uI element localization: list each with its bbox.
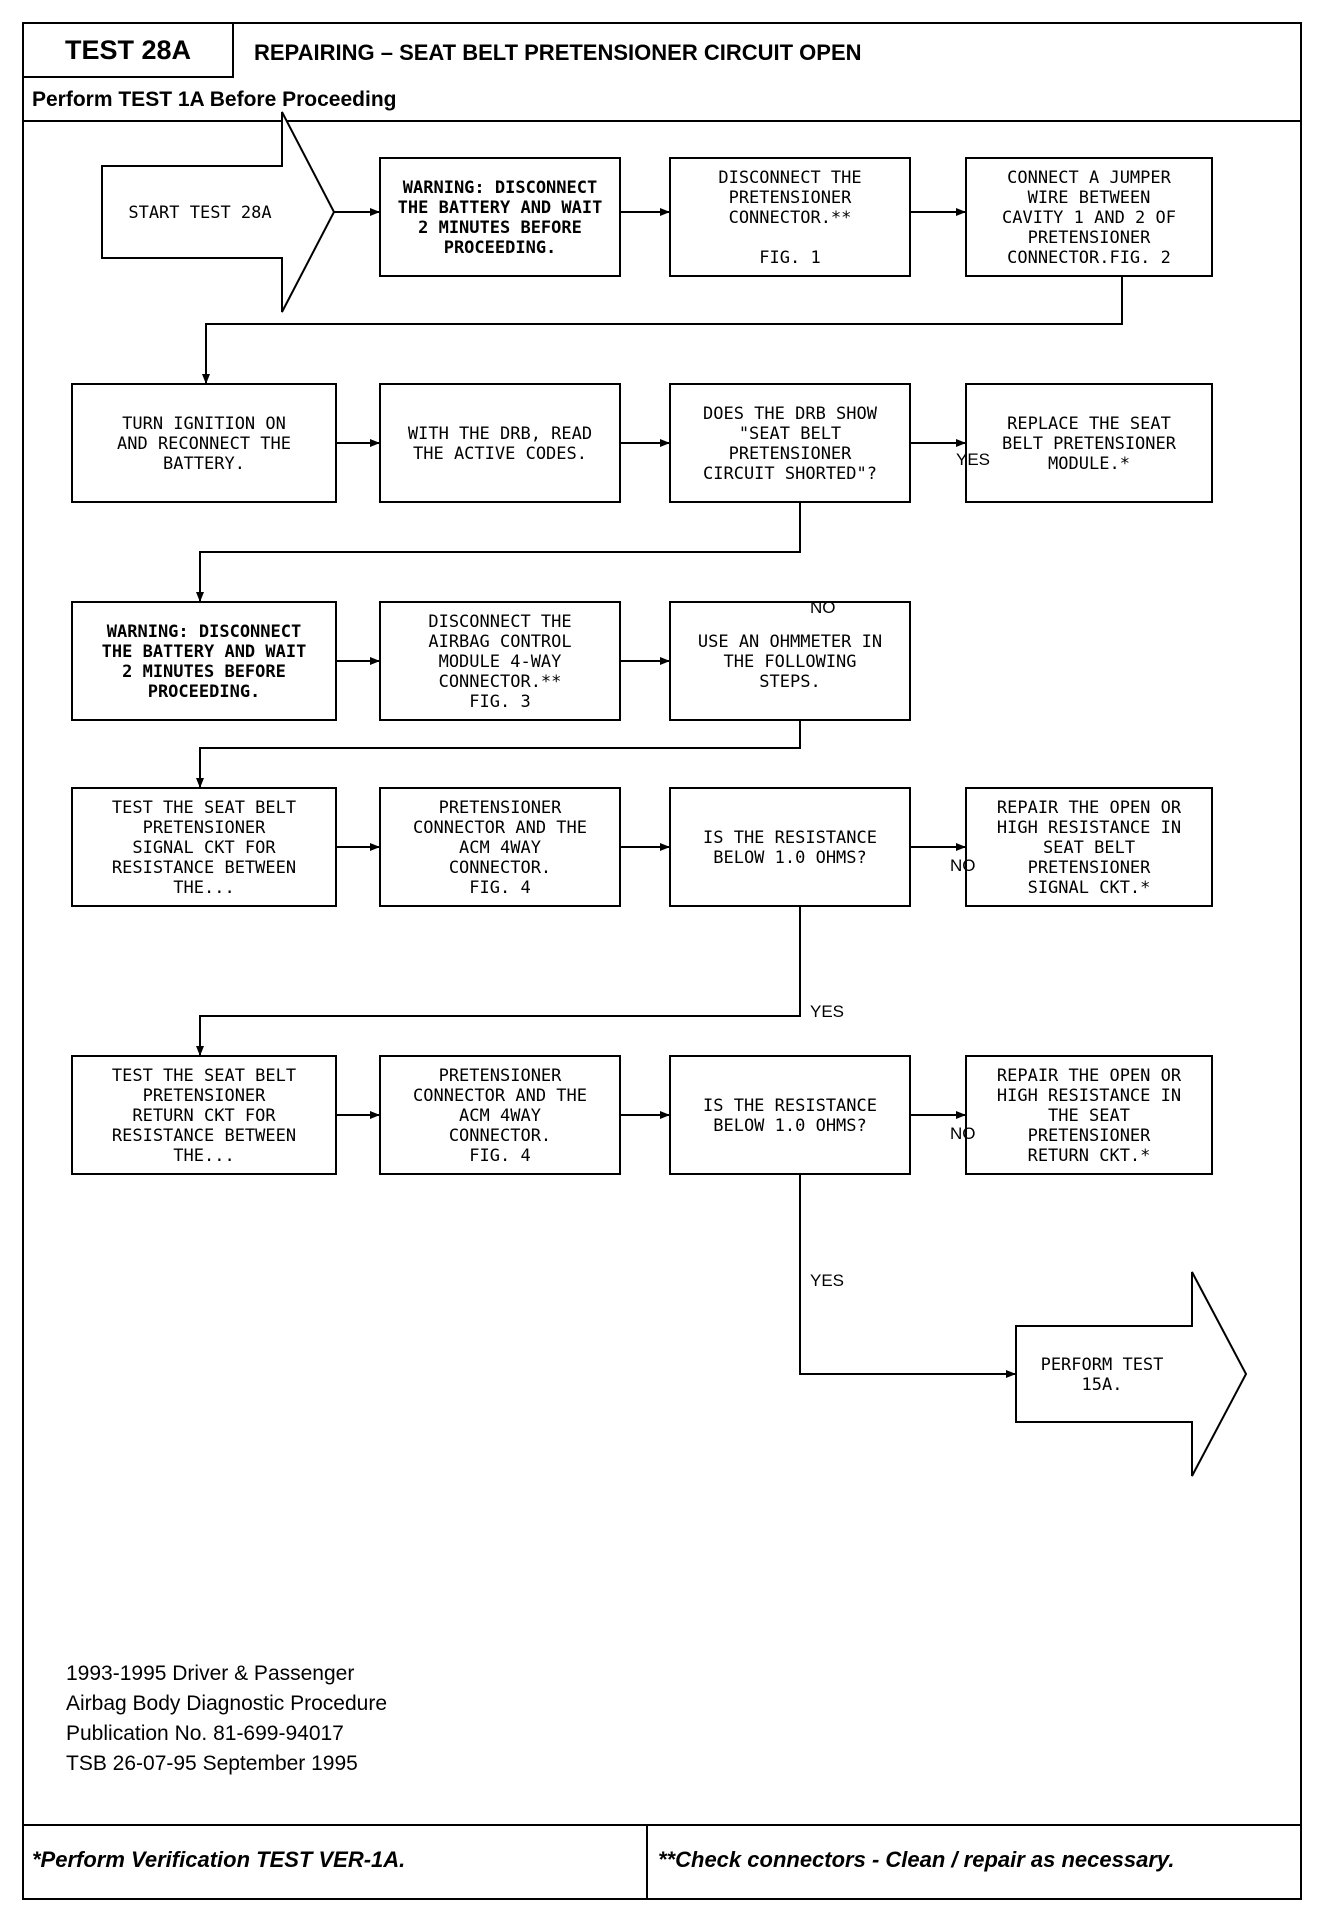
connector-retq-perform15a-head — [1006, 1370, 1016, 1378]
connector-retconn-retq-head — [660, 1111, 670, 1119]
connector-ohm-sigtest-head — [196, 778, 204, 788]
footer-divider — [646, 1826, 648, 1898]
connector-retq-repair-head — [956, 1111, 966, 1119]
ignition-box — [71, 383, 337, 503]
connector-read-drb-head — [660, 439, 670, 447]
disconnect-pretensioner-box — [669, 157, 911, 277]
return-resistance-question-box — [669, 1055, 911, 1175]
jumper-wire-box — [965, 157, 1213, 277]
yes-label-return: YES — [810, 1271, 844, 1290]
return-connector-box — [379, 1055, 621, 1175]
connector-warn2-acm-head — [370, 657, 380, 665]
publication-line-2: Airbag Body Diagnostic Procedure — [66, 1692, 388, 1715]
connector-jumper-ignition-head — [202, 374, 210, 384]
connector-ignition-read-head — [370, 439, 380, 447]
signal-connector-box — [379, 787, 621, 907]
start-step: START TEST 28A — [128, 203, 271, 223]
connector-warn1-disc-head — [660, 208, 670, 216]
no-label-signal: NO — [950, 856, 976, 875]
connector-rettest-retconn-head — [370, 1111, 380, 1119]
publication-line-1: 1993-1995 Driver & Passenger — [66, 1662, 355, 1685]
connector-acm-ohm-head — [660, 657, 670, 665]
read-codes-box — [379, 383, 621, 503]
publication-line-3: Publication No. 81-699-94017 — [66, 1722, 344, 1745]
return-test-box — [71, 1055, 337, 1175]
connector-jumper-ignition — [205, 276, 1123, 384]
start-arrow-shape — [101, 111, 336, 313]
footer-verification-note: *Perform Verification TEST VER-1A. — [32, 1847, 406, 1872]
replace-module-box — [965, 383, 1213, 503]
return-repair-box — [965, 1055, 1213, 1175]
warning-box-1 — [379, 157, 621, 277]
signal-repair-box — [965, 787, 1213, 907]
ohmmeter-box — [669, 601, 911, 721]
signal-test-box — [71, 787, 337, 907]
publication-info: 1993-1995 Driver & Passenger Airbag Body… — [66, 1659, 387, 1779]
connector-sigq-rettest — [199, 906, 801, 1056]
drb-question-box — [669, 383, 911, 503]
connector-ohm-sigtest — [199, 720, 801, 788]
diagnostic-page: TEST 28A REPAIRING – SEAT BELT PRETENSIO… — [22, 22, 1302, 1900]
connector-drb-warn2 — [199, 502, 801, 602]
connector-start-warn1-head — [370, 208, 380, 216]
connector-retq-perform15a — [799, 1174, 1016, 1375]
connector-drb-warn2-head — [196, 592, 204, 602]
prerequisite-note: Perform TEST 1A Before Proceeding — [24, 78, 1300, 122]
no-label-return: NO — [950, 1124, 976, 1143]
footer-connector-note: **Check connectors - Clean / repair as n… — [658, 1847, 1175, 1872]
page-title: REPAIRING – SEAT BELT PRETENSIONER CIRCU… — [254, 40, 862, 65]
yes-label-signal: YES — [810, 1002, 844, 1021]
warning-box-2 — [71, 601, 337, 721]
connector-sigq-rettest-head — [196, 1046, 204, 1056]
connector-disc-jumper-head — [956, 208, 966, 216]
connector-drb-replace-head — [956, 439, 966, 447]
footer: *Perform Verification TEST VER-1A. **Che… — [24, 1824, 1300, 1898]
no-label-drb: NO — [810, 598, 836, 617]
perform-15a-arrow-shape — [1015, 1271, 1248, 1477]
connector-sigconn-sigq-head — [660, 843, 670, 851]
disconnect-acm-box — [379, 601, 621, 721]
connector-sigq-repair-head — [956, 843, 966, 851]
connector-sigtest-sigconn-head — [370, 843, 380, 851]
yes-label-drb: YES — [956, 450, 990, 469]
signal-resistance-question-box — [669, 787, 911, 907]
test-id: TEST 28A — [24, 24, 234, 78]
publication-line-4: TSB 26-07-95 September 1995 — [66, 1752, 358, 1775]
